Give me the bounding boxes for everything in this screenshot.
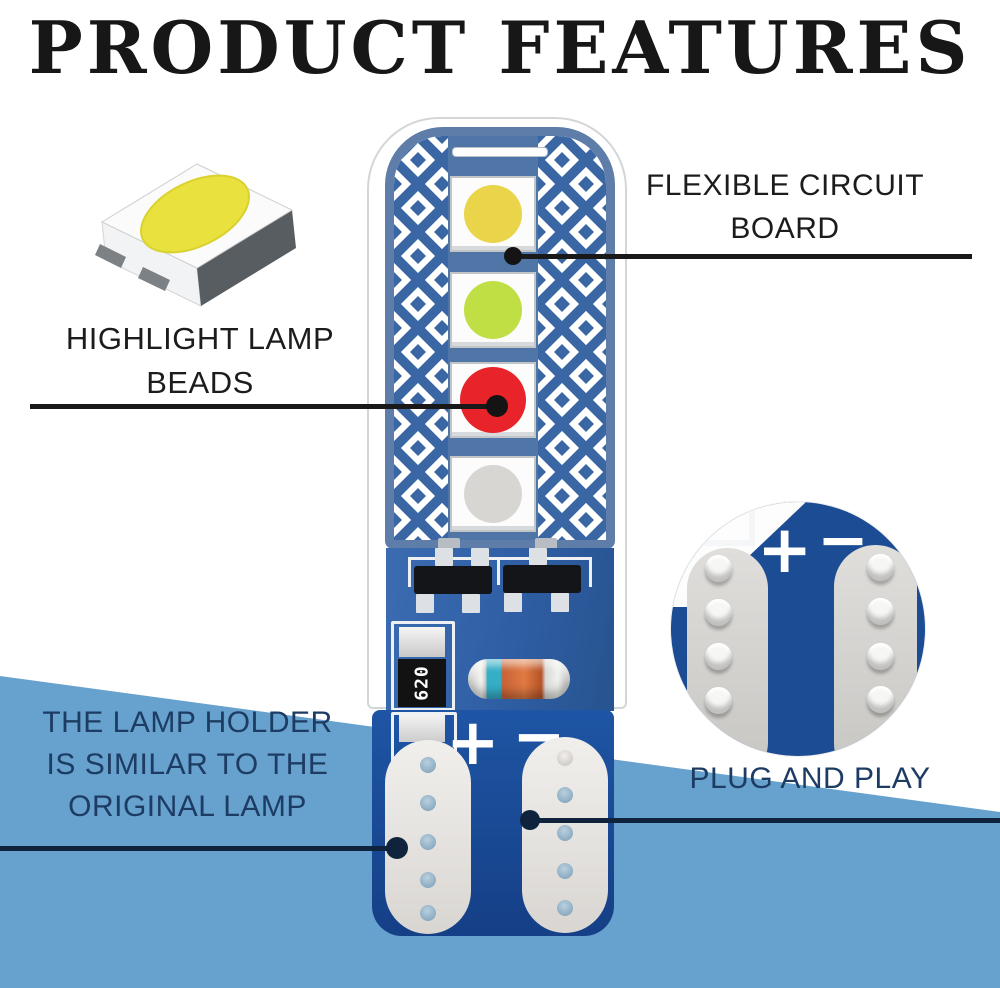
- contact-dot: [705, 555, 732, 582]
- silkscreen-line: [408, 557, 411, 587]
- pointer-dot: [520, 810, 540, 830]
- led-module-2: [450, 272, 536, 348]
- led-module-4: [450, 456, 536, 532]
- contact-dot: [705, 687, 732, 714]
- contact-dot: [705, 599, 732, 626]
- pointer-line-flexible: [511, 254, 972, 259]
- pointer-dot: [504, 247, 522, 265]
- pointer-dot: [386, 837, 408, 859]
- transistor-pad: [551, 593, 569, 612]
- inset-bracket: [749, 506, 755, 546]
- silkscreen-line: [589, 557, 592, 587]
- transistor-pad: [435, 548, 453, 566]
- transistor-pad: [529, 548, 547, 565]
- contact-dot: [557, 787, 573, 803]
- pointer-line-highlight: [30, 404, 498, 409]
- led-module-3: [450, 362, 536, 438]
- contact-pad-right: [522, 737, 608, 933]
- transistor-pad: [504, 593, 522, 612]
- plug-and-play-label: PLUG AND PLAY: [689, 762, 931, 795]
- contact-dot: [557, 750, 573, 766]
- bulb-base: + −: [372, 705, 614, 936]
- contact-dot: [867, 598, 894, 625]
- contact-dot: [420, 834, 436, 850]
- contact-dot: [867, 643, 894, 670]
- pcb-section: 620: [386, 548, 614, 711]
- inset-contact-pad-left: [687, 548, 768, 756]
- transistor-pad: [462, 594, 480, 613]
- transistor-pad: [416, 594, 434, 613]
- highlight-lamp-beads-label: HIGHLIGHT LAMP BEADS: [65, 321, 335, 400]
- pointer-line-holder: [0, 846, 397, 851]
- silkscreen-line: [508, 557, 592, 560]
- contact-dot: [557, 825, 573, 841]
- inset-contact-pad-right: [834, 545, 917, 756]
- led-bead-yellow: [464, 185, 522, 243]
- contact-dot: [420, 905, 436, 921]
- resistor-value: 620: [411, 665, 433, 701]
- silkscreen-line: [487, 557, 510, 560]
- contact-dot: [867, 686, 894, 713]
- diode: [468, 659, 570, 699]
- chip-phosphor: [140, 174, 250, 254]
- transistor-left: [414, 566, 492, 594]
- flexible-circuit-board-label: FLEXIBLE CIRCUIT BOARD: [645, 169, 925, 245]
- resistor: 620: [398, 659, 446, 707]
- pointer-dot: [486, 395, 508, 417]
- contact-dot: [557, 863, 573, 879]
- resistor-outline: [391, 621, 455, 711]
- transistor-right: [503, 565, 581, 593]
- resistor-top-pad: [399, 627, 445, 657]
- top-contact-slot: [452, 147, 548, 157]
- plus-icon: +: [757, 511, 813, 588]
- led-bead-green: [464, 281, 522, 339]
- page-title: PRODUCT FEATURES: [28, 5, 972, 90]
- silkscreen-line: [497, 557, 500, 585]
- base-magnifier-inset: + −: [671, 502, 925, 756]
- contact-dot: [557, 900, 573, 916]
- pointer-line-plug: [528, 818, 1000, 823]
- contact-dot: [420, 795, 436, 811]
- base-pad: [399, 714, 445, 742]
- contact-dot: [705, 643, 732, 670]
- contact-dot: [867, 554, 894, 581]
- transistor-pad: [471, 548, 489, 566]
- lamp-holder-label: THE LAMP HOLDER IS SIMILAR TO THE ORIGIN…: [42, 706, 333, 823]
- bulb-head-circuit-pattern: [385, 127, 615, 549]
- led-bead-white: [464, 465, 522, 523]
- smd-led-chip-illustration: [95, 163, 296, 307]
- contact-dot: [420, 872, 436, 888]
- inset-bracket: [699, 540, 755, 546]
- led-module-1: [450, 176, 536, 252]
- contact-dot: [420, 757, 436, 773]
